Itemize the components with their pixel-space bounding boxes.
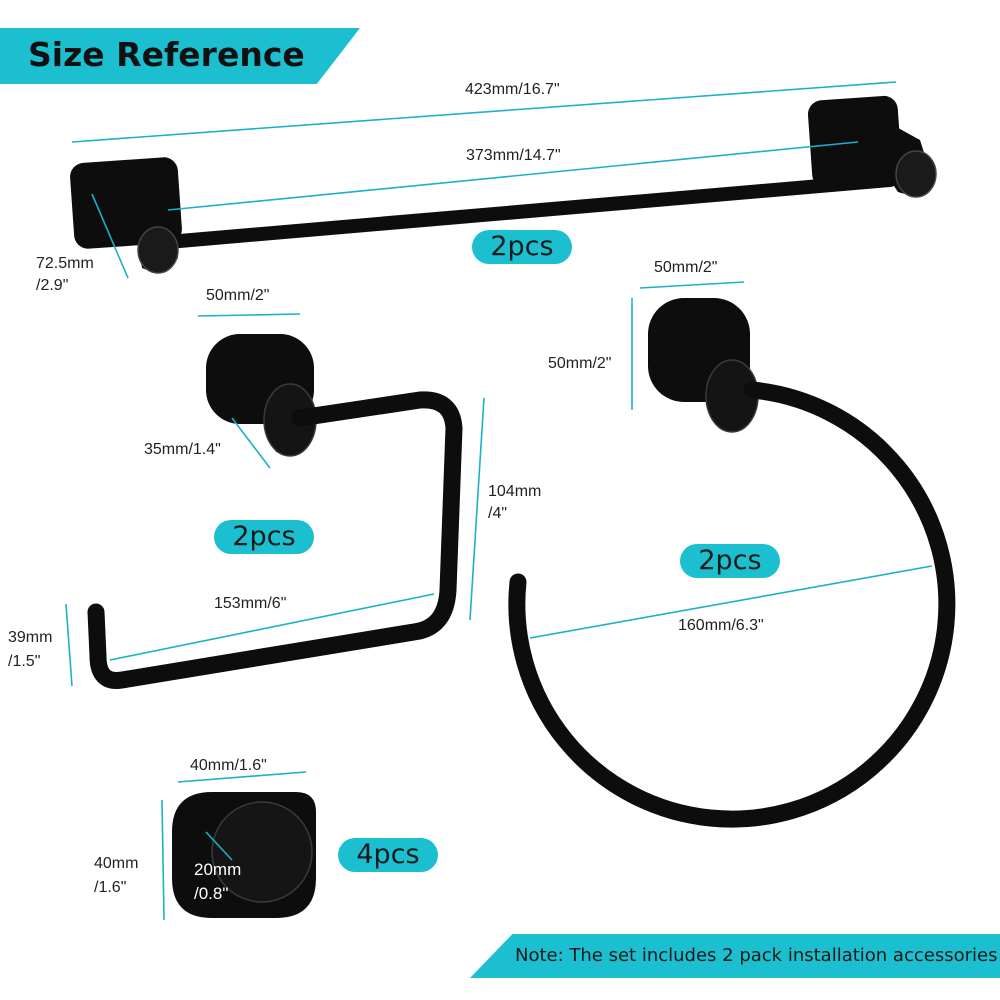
page-title: Size Reference <box>28 35 305 74</box>
towel-bar-depth-line2: /2.9" <box>36 277 69 294</box>
dimension-lines <box>65 81 933 921</box>
installation-note: Note: The set includes 2 pack installati… <box>515 945 998 966</box>
towel-ring-quantity-badge: 2pcs <box>680 544 780 578</box>
paper-holder-tip-line1: 39mm <box>8 629 53 646</box>
paper-holder-height-line1: 104mm <box>488 483 542 500</box>
paper-holder-post-diameter: 35mm/1.4" <box>144 441 221 458</box>
towel-bar-quantity-badge: 2pcs <box>472 230 572 264</box>
paper-holder-drawing <box>87 334 463 689</box>
paper-holder-arm-length: 153mm/6" <box>214 595 287 612</box>
robe-hook-quantity-badge: 4pcs <box>338 838 438 872</box>
towel-ring-base-height: 50mm/2" <box>548 355 612 372</box>
towel-bar-depth-line1: 72.5mm <box>36 255 94 272</box>
robe-hook-knob-line1: 20mm <box>194 860 242 879</box>
note-banner <box>470 934 1000 978</box>
robe-hook-drawing <box>172 792 316 918</box>
towel-bar-length: 373mm/14.7" <box>466 147 561 164</box>
towel-bar-overall-length: 423mm/16.7" <box>465 81 560 98</box>
towel-ring-width: 160mm/6.3" <box>678 617 764 634</box>
robe-hook-width: 40mm/1.6" <box>190 757 267 774</box>
paper-holder-tip-line2: /1.5" <box>8 653 41 670</box>
towel-ring-base-width: 50mm/2" <box>654 259 718 276</box>
paper-holder-base-width: 50mm/2" <box>206 287 270 304</box>
robe-hook-height-line1: 40mm <box>94 855 139 872</box>
towel-bar-drawing <box>70 95 937 274</box>
paper-holder-height-line2: /4" <box>488 505 508 522</box>
title-banner <box>0 28 360 84</box>
robe-hook-knob-line2: /0.8" <box>194 884 229 903</box>
robe-hook-height-line2: /1.6" <box>94 879 127 896</box>
towel-ring-drawing <box>508 298 956 828</box>
paper-holder-quantity-badge: 2pcs <box>214 520 314 554</box>
